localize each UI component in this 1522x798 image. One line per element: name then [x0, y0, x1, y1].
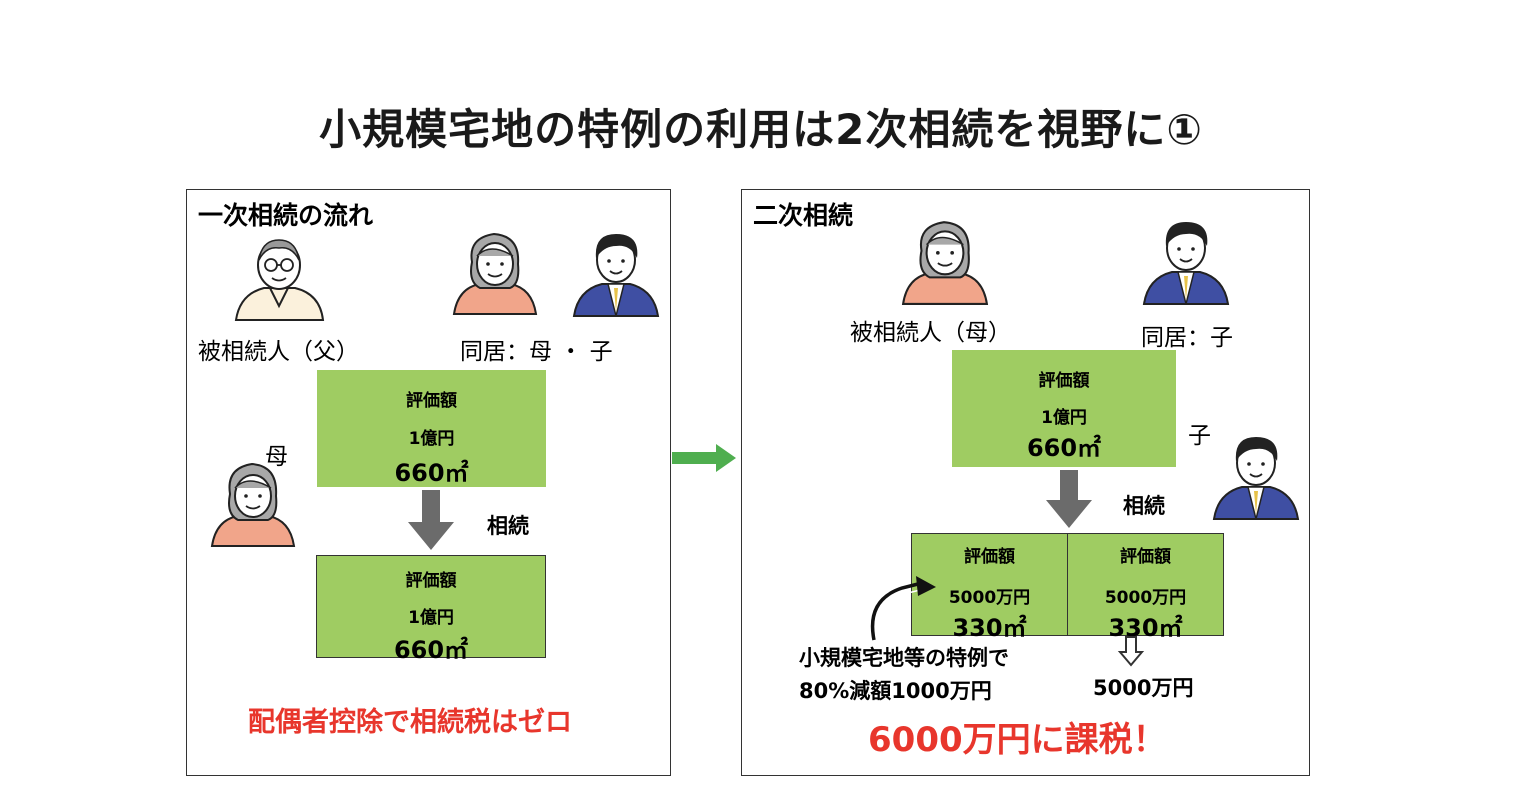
valuation-amount: 5000万円	[1104, 588, 1187, 608]
valuation-label: 評価額	[405, 571, 457, 591]
father-label: 被相続人（父）	[198, 339, 359, 365]
mother-decedent-label: 被相続人（母）	[850, 320, 1011, 346]
cohabit-label-first: 同居：母 ・ 子	[460, 339, 613, 365]
second-inheritance-result: 6000万円に課税！	[868, 720, 1167, 760]
curved-arrow	[870, 576, 936, 641]
page-title: 小規模宅地の特例の利用は2次相続を視野に①	[319, 105, 1203, 154]
child-heir-icon	[1212, 437, 1300, 520]
mother-side-icon	[210, 462, 296, 547]
land-area: 660㎡	[1026, 434, 1102, 462]
valuation-label: 評価額	[406, 391, 457, 411]
valuation-amount: 5000万円	[948, 588, 1031, 608]
first-inheritance-result: 配偶者控除で相続税はゼロ	[248, 707, 572, 738]
valuation-box-reduced: 評価額 5000万円 330㎡	[911, 533, 1068, 642]
valuation-box-before: 評価額 1億円 660㎡	[317, 370, 546, 487]
down-arrow-second	[1046, 470, 1092, 528]
valuation-box-remaining: 評価額 5000万円 330㎡	[1067, 533, 1224, 642]
land-area: 330㎡	[1108, 614, 1183, 642]
inheritance-arrow-label-second: 相続	[1123, 494, 1165, 518]
mother-icon	[452, 232, 538, 315]
valuation-label: 評価額	[1120, 547, 1171, 567]
elderly-father-icon	[234, 239, 325, 321]
down-arrow-first	[408, 490, 454, 550]
valuation-box-after: 評価額 1億円 660㎡	[316, 555, 546, 664]
land-area: 330㎡	[952, 614, 1027, 642]
mother-decedent-icon	[901, 221, 989, 305]
valuation-label: 評価額	[964, 547, 1015, 567]
small-down-arrow	[1117, 636, 1145, 667]
land-area: 660㎡	[394, 459, 469, 487]
child-label: 子	[1188, 423, 1211, 449]
remaining-value: 5000万円	[1093, 676, 1194, 700]
land-area: 660㎡	[393, 636, 469, 664]
second-inheritance-heading: 二次相続	[753, 201, 854, 230]
special-rule-note-line2: 80%減額1000万円	[799, 679, 992, 703]
inheritance-arrow-label: 相続	[487, 514, 529, 538]
valuation-label: 評価額	[1038, 371, 1090, 391]
first-inheritance-heading: 一次相続の流れ	[198, 201, 374, 230]
right-arrow	[672, 444, 736, 472]
valuation-amount: 1億円	[1041, 408, 1087, 428]
mother-label: 母	[265, 444, 288, 470]
cohabit-label-second: 同居：子	[1141, 325, 1233, 351]
valuation-amount: 1億円	[408, 608, 454, 628]
valuation-amount: 1億円	[408, 429, 455, 449]
child-icon	[572, 234, 660, 317]
child-cohabit-icon	[1142, 222, 1230, 305]
special-rule-note-line1: 小規模宅地等の特例で	[799, 646, 1009, 670]
valuation-box-mother: 評価額 1億円 660㎡	[952, 350, 1176, 467]
